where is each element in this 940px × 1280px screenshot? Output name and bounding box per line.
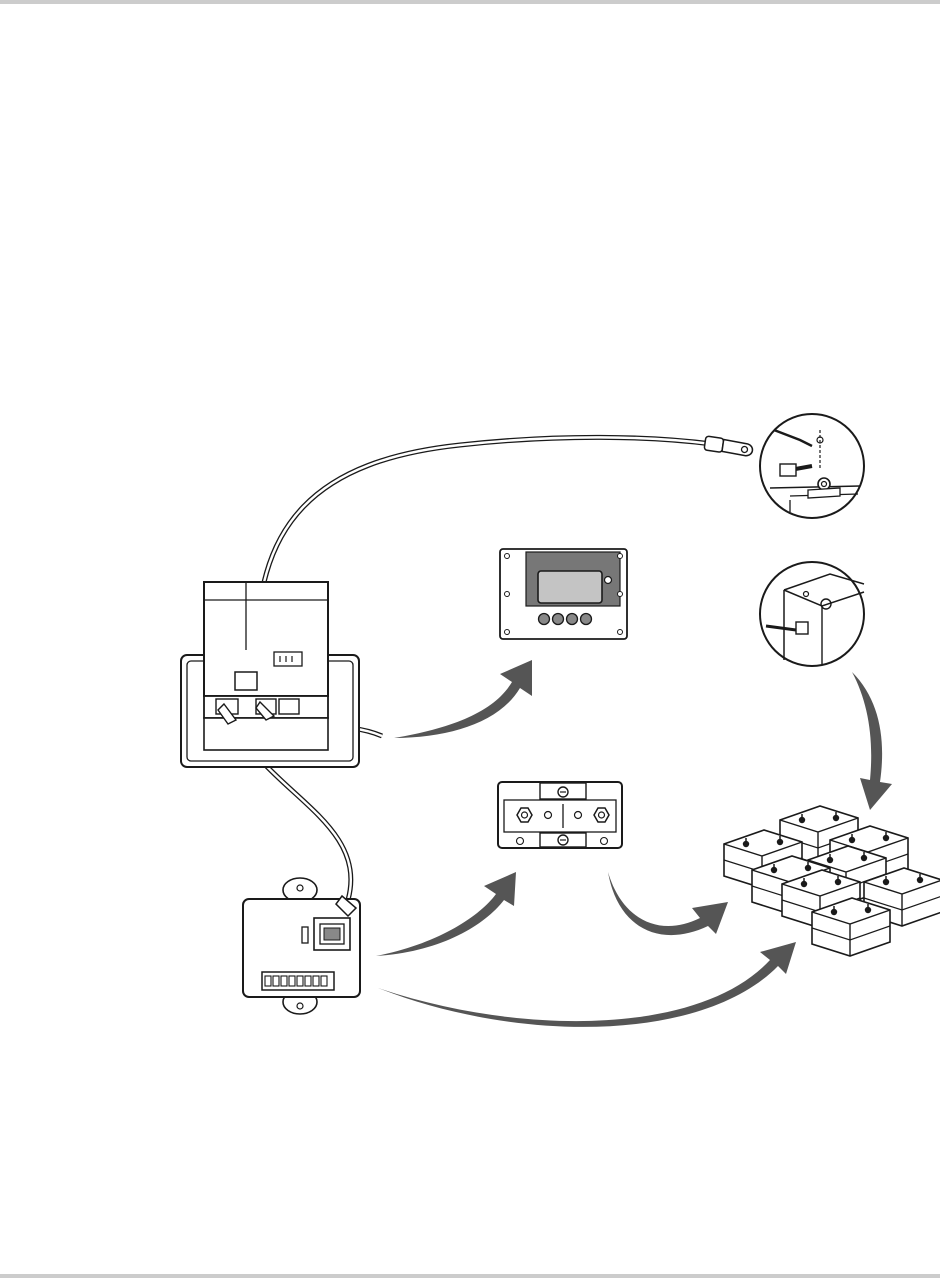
arrow-to-remote-panel — [394, 660, 532, 738]
arrow-sensor-to-battery — [852, 672, 892, 810]
temp-sensor-case-detail-icon — [760, 562, 864, 666]
battery-bank-icon — [724, 806, 940, 956]
dc-shunt-icon — [498, 782, 622, 848]
combination-box-icon — [181, 582, 359, 767]
ring-terminal-icon — [704, 436, 753, 457]
arrow-shunt-to-battery — [608, 872, 728, 935]
arrow-to-dc-shunt — [376, 872, 516, 956]
temp-sensor-terminal-detail-icon — [760, 414, 864, 518]
battery-monitor-module-icon — [243, 878, 360, 1014]
arrow-module-to-battery — [378, 942, 796, 1027]
remote-panel-icon — [500, 549, 627, 639]
